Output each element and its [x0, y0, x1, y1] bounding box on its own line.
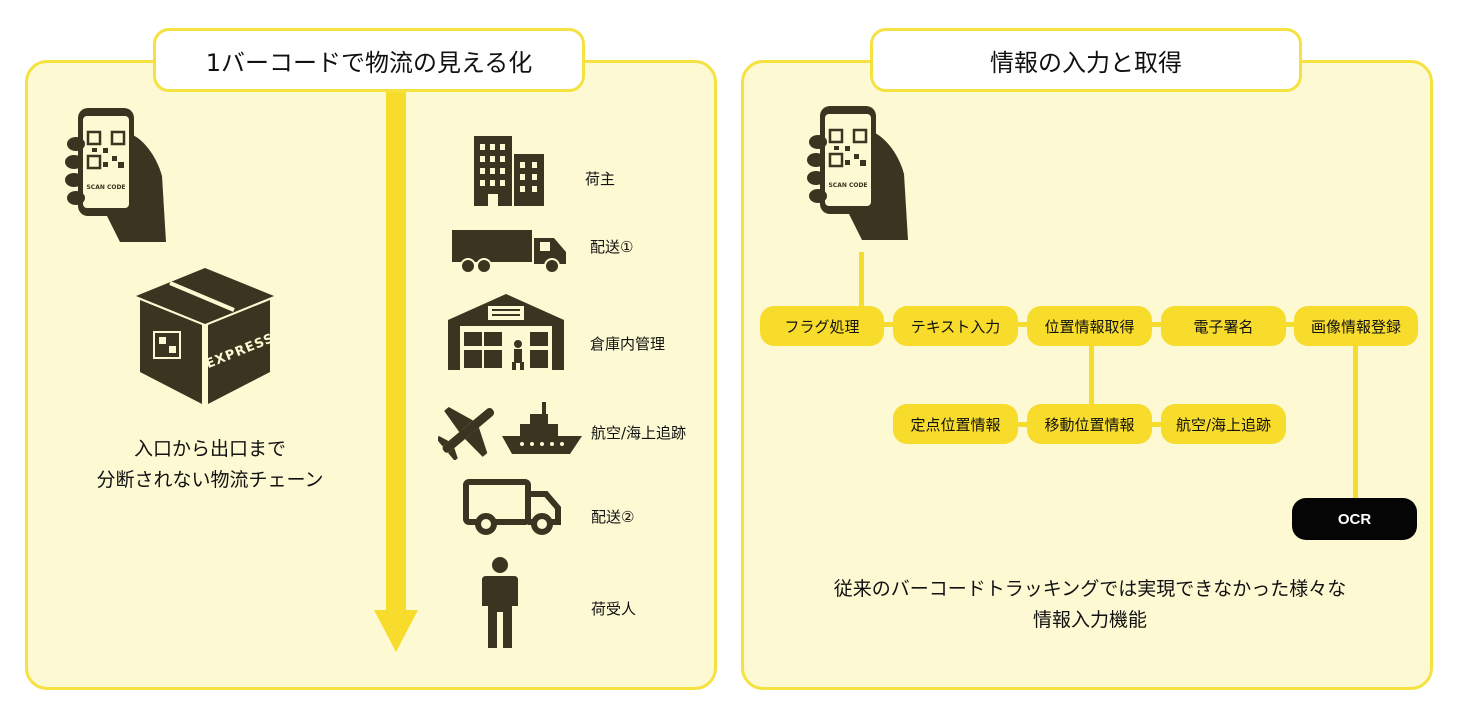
feature-tag-signature: 電子署名	[1161, 306, 1286, 346]
flow-step-label-delivery2: 配送②	[591, 508, 635, 526]
phone-scan-icon: SCAN CODE	[60, 104, 170, 244]
phone-scan-label: SCAN CODE	[828, 182, 868, 189]
truck-icon	[452, 230, 566, 274]
connector-line	[1353, 344, 1358, 504]
feature-tag-ocr: OCR	[1292, 498, 1417, 540]
feature-tag-text-input: テキスト入力	[893, 306, 1018, 346]
feature-tag-air-sea: 航空/海上追跡	[1161, 404, 1286, 444]
express-box-icon: EXPRESS	[130, 262, 280, 410]
feature-tag-image: 画像情報登録	[1294, 306, 1418, 346]
flow-step-label-delivery1: 配送①	[590, 238, 634, 256]
building-icon	[474, 136, 544, 206]
phone-scan-icon: SCAN CODE	[802, 102, 912, 242]
left-caption-line1: 入口から出口まで	[133, 438, 286, 460]
warehouse-icon	[448, 294, 564, 370]
left-panel-title: 1バーコードで物流の見える化	[153, 28, 585, 92]
left-caption-line2: 分断されない物流チェーン	[96, 469, 324, 491]
feature-tag-mobile-location: 移動位置情報	[1027, 404, 1152, 444]
flow-step-label-air-sea: 航空/海上追跡	[591, 424, 687, 442]
right-caption-line2: 情報入力機能	[1032, 609, 1147, 631]
delivery-van-icon	[463, 479, 561, 535]
feature-tag-fixed-location: 定点位置情報	[893, 404, 1018, 444]
flow-step-label-warehouse: 倉庫内管理	[590, 335, 666, 353]
connector-line	[859, 252, 864, 322]
connector-line	[1089, 344, 1094, 406]
feature-tag-flag: フラグ処理	[760, 306, 884, 346]
plane-ship-icon	[438, 402, 582, 460]
feature-tag-location: 位置情報取得	[1027, 306, 1152, 346]
right-caption-line1: 従来のバーコードトラッキングでは実現できなかった様々な	[833, 578, 1347, 600]
flow-arrow-icon	[374, 92, 418, 652]
flow-step-label-consignee: 荷受人	[591, 600, 637, 618]
flow-step-label-shipper: 荷主	[585, 170, 616, 188]
right-panel-title: 情報の入力と取得	[870, 28, 1302, 92]
phone-scan-label: SCAN CODE	[86, 184, 126, 191]
right-caption: 従来のバーコードトラッキングでは実現できなかった様々な 情報入力機能	[760, 574, 1420, 636]
person-icon	[482, 557, 518, 648]
left-caption: 入口から出口まで 分断されない物流チェーン	[60, 434, 360, 496]
